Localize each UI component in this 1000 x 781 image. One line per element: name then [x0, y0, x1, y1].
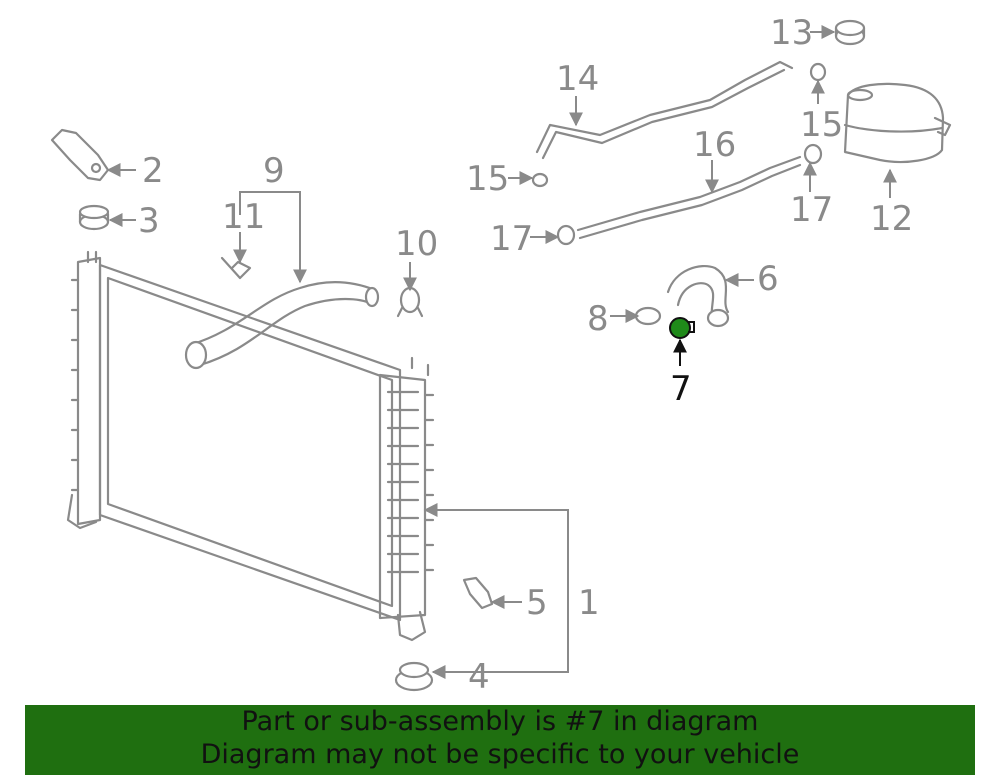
callout-13: 13	[770, 13, 813, 53]
part-7-highlighted	[669, 317, 695, 339]
callout-15-right: 15	[800, 105, 843, 145]
part-14-pipe	[535, 60, 794, 160]
callout-12: 12	[870, 199, 913, 239]
part-17-fitting-left	[556, 224, 576, 246]
callout-9: 9	[263, 151, 285, 191]
banner-line-1: Part or sub-assembly is #7 in diagram	[241, 706, 759, 737]
callout-16: 16	[693, 125, 736, 165]
part-15-fitting-right	[809, 62, 827, 82]
callout-3: 3	[138, 201, 160, 241]
callout-10: 10	[395, 224, 438, 264]
part-4-mount	[394, 661, 434, 692]
callout-8: 8	[587, 299, 609, 339]
callout-11: 11	[222, 197, 265, 237]
part-11-clip	[220, 256, 252, 280]
part-12-reservoir	[843, 82, 952, 164]
callout-4: 4	[468, 657, 490, 697]
callout-2: 2	[142, 151, 164, 191]
info-banner: Part or sub-assembly is #7 in diagram Di…	[25, 705, 975, 775]
callout-15-left: 15	[466, 159, 509, 199]
part-10-clamp	[396, 286, 424, 318]
callout-6: 6	[757, 259, 779, 299]
part-15-fitting-left	[531, 172, 549, 188]
part-16-pipe	[576, 155, 802, 240]
parts-diagram: 2 3 9 11 10 14 15 16 17 13 15 17 12 6 8 …	[50, 13, 952, 697]
part-3-bushing	[78, 204, 110, 231]
callout-5: 5	[526, 583, 548, 623]
radiator	[66, 250, 435, 642]
callout-7: 7	[670, 369, 692, 409]
part-17-fitting-right	[803, 143, 823, 165]
banner-line-2: Diagram may not be specific to your vehi…	[200, 739, 800, 770]
part-6-hose	[666, 264, 730, 328]
part-8-clamp	[634, 306, 662, 326]
leader-lines	[106, 25, 897, 679]
part-9-upper-hose	[184, 280, 380, 370]
callout-17-right: 17	[790, 190, 833, 230]
callout-17-left: 17	[490, 219, 533, 259]
part-2-bracket	[50, 128, 110, 182]
part-13-cap	[834, 19, 866, 46]
callout-14: 14	[556, 59, 599, 99]
part-5-sensor	[462, 576, 494, 610]
callout-1: 1	[578, 583, 600, 623]
